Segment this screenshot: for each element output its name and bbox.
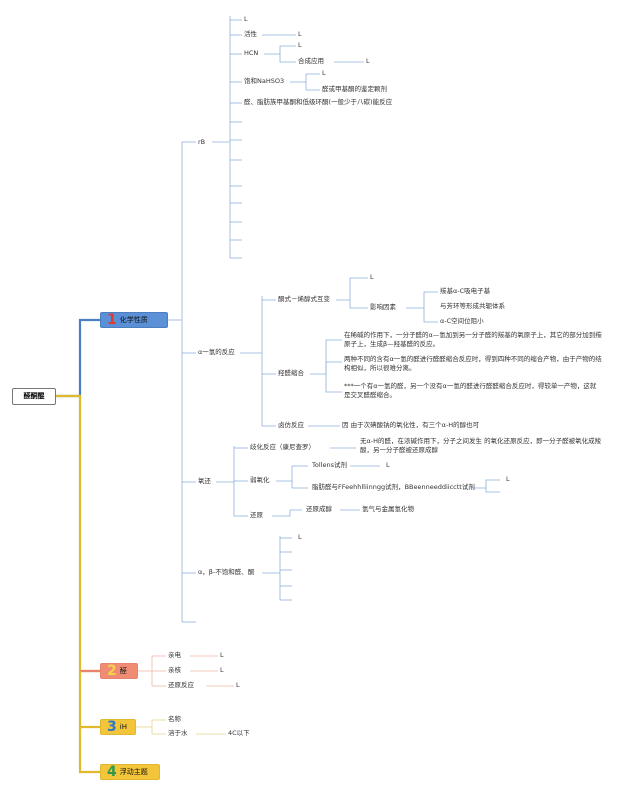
- node-hcn-l[interactable]: L: [298, 41, 302, 49]
- node-hcn[interactable]: HCN: [244, 49, 259, 57]
- branch-label: 浮动主题: [119, 768, 148, 776]
- node-qindian[interactable]: 亲电: [168, 651, 181, 659]
- node-rongyushui[interactable]: 溶于水: [168, 729, 188, 737]
- branch-number: 4: [107, 764, 117, 780]
- node-huanyuanfy-l[interactable]: L: [236, 681, 240, 689]
- node-hecheng-l[interactable]: L: [366, 57, 370, 65]
- node-q1[interactable]: 在稀碱的作用下，一分子醛的α—氢加到另一分子醛的羰基的氧原子上，其它的部分加到羰…: [344, 331, 602, 348]
- node-tongshi[interactable]: 酮式－烯醇式互变: [278, 295, 330, 303]
- node-q2[interactable]: 两种不同的含有α一氢的醛进行醛醛缩合反应时，得到四种不同的缩合产物，由于产物的结…: [344, 355, 602, 372]
- node-hecheng[interactable]: 合成应用: [298, 57, 324, 65]
- node-fehling-l[interactable]: L: [506, 475, 510, 483]
- node-unsat[interactable]: α，β-不饱和醛、酮: [198, 568, 255, 576]
- node-huoxing[interactable]: 活性: [244, 30, 257, 38]
- node-rongyushui-val[interactable]: 4C以下: [228, 729, 250, 737]
- branch-label: 化学性质: [119, 316, 148, 324]
- branch-aldehyde[interactable]: 2 醛: [100, 663, 138, 679]
- node-jianding[interactable]: 醛或甲基酮的鉴定颗剂: [322, 85, 387, 93]
- node-tollens-l[interactable]: L: [386, 461, 390, 469]
- branch-chemical-properties[interactable]: 1 化学性质: [100, 312, 168, 328]
- node-huanyuanfy[interactable]: 还原反应: [168, 681, 194, 689]
- node-tongshi-l[interactable]: L: [370, 273, 374, 281]
- node-ruoyanghua[interactable]: 弱氧化: [250, 476, 270, 484]
- node-ying2[interactable]: 与芳环等形成共轭体系: [440, 302, 505, 310]
- node-quansuo[interactable]: 羟醛缩合: [278, 369, 304, 377]
- node-ying1[interactable]: 羰基α-C吸电子基: [440, 287, 491, 295]
- node-huanyuan-c[interactable]: 还原成醇: [306, 505, 332, 513]
- branch-label: iH: [119, 723, 127, 731]
- node-zhifang[interactable]: 醛、脂肪族甲基酮和低级环酮(一般少于八碳)能反应: [244, 98, 393, 106]
- node-huanyuan-d[interactable]: 氢气与金属氢化物: [362, 505, 414, 513]
- root-topic[interactable]: 醛酮醌: [12, 388, 56, 405]
- node-qinhe-l[interactable]: L: [220, 666, 224, 674]
- node-mingcheng[interactable]: 名称: [168, 715, 181, 723]
- branch-number: 3: [107, 719, 117, 735]
- node-lufang-desc[interactable]: 因 由于次碘酸钠的氧化性，有三个α-H的醇也可: [342, 421, 480, 429]
- node-yingxiang[interactable]: 影响因素: [370, 303, 396, 311]
- node-qinhe[interactable]: 亲核: [168, 666, 181, 674]
- branch-number: 2: [107, 663, 117, 679]
- node-q3[interactable]: ***一个有α一氢的醛，另一个没有α一氢的醛进行醛醛缩合反应时，得较单一产物，这…: [344, 382, 597, 399]
- node-unsat-l[interactable]: L: [298, 533, 302, 541]
- node-huoxing-l[interactable]: L: [298, 30, 302, 38]
- branch-floating-topic[interactable]: 4 浮动主题: [100, 764, 160, 780]
- branch-number: 1: [107, 312, 117, 328]
- node-nahso3-l[interactable]: L: [322, 69, 326, 77]
- branch-ih[interactable]: 3 iH: [100, 719, 136, 735]
- node-yangyuan[interactable]: 氧还: [198, 477, 211, 485]
- node-ying3[interactable]: α-C空间位阻小: [440, 317, 484, 325]
- node-tollens[interactable]: Tollens试剂: [312, 461, 347, 469]
- node-qindian-l[interactable]: L: [220, 651, 224, 659]
- node-l[interactable]: L: [244, 15, 248, 23]
- node-alpha-h[interactable]: α一氢的反应: [198, 348, 235, 356]
- node-qihua-desc[interactable]: 无α-H的醛，在浓碱作用下，分子之间发生 的氧化还原反应，即一分子醛被氧化成羧酸…: [360, 437, 602, 454]
- node-huanyuan[interactable]: 还原: [250, 511, 263, 519]
- node-qihua[interactable]: 歧化反应（康尼查罗）: [250, 443, 315, 451]
- node-lufang[interactable]: 卤仿反应: [278, 421, 304, 429]
- branch-label: 醛: [119, 667, 127, 675]
- node-fehling[interactable]: 脂肪醛与FFeehhlliinngg试剂，BBeenneeddiicctt试剂: [312, 483, 475, 491]
- node-rb[interactable]: rB: [198, 138, 206, 146]
- node-nahso3[interactable]: 饱和NaHSO3: [244, 77, 285, 85]
